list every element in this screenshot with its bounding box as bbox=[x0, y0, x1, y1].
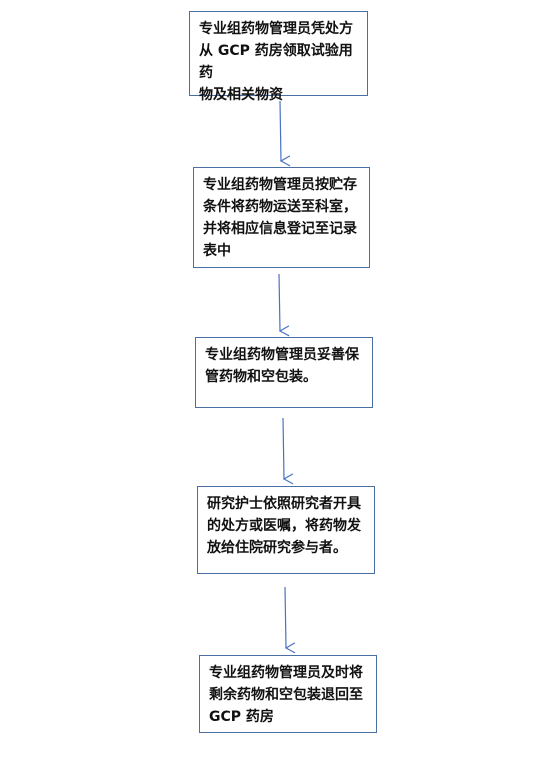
flow-step-5: 专业组药物管理员及时将 剩余药物和空包装退回至 GCP 药房 bbox=[199, 655, 377, 733]
flow-step-4: 研究护士依照研究者开具 的处方或医嘱，将药物发 放给住院研究参与者。 bbox=[197, 486, 375, 574]
arrow-4-to-5 bbox=[284, 586, 296, 654]
arrow-1-to-2 bbox=[279, 100, 291, 167]
flow-step-1: 专业组药物管理员凭处方 从 GCP 药房领取试验用药 物及相关物资 bbox=[189, 11, 368, 103]
arrow-2-to-3 bbox=[278, 273, 290, 337]
arrow-3-to-4 bbox=[282, 417, 294, 485]
flow-step-2: 专业组药物管理员按贮存 条件将药物运送至科室， 并将相应信息登记至记录 表中 bbox=[193, 167, 370, 268]
flow-step-3: 专业组药物管理员妥善保 管药物和空包装。 bbox=[195, 337, 373, 408]
